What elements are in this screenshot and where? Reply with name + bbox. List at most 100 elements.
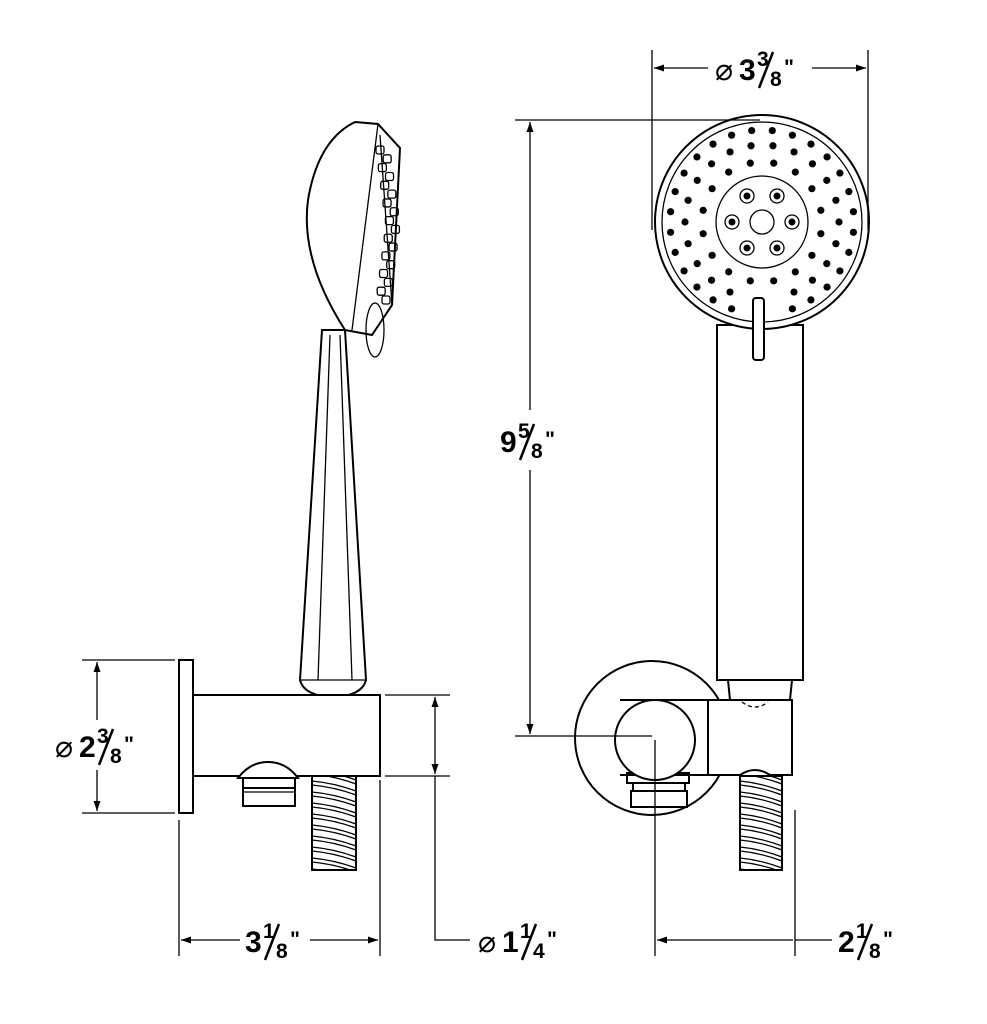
hose-coil	[312, 817, 356, 829]
nozzle	[728, 131, 736, 139]
dim-denominator: 8	[110, 745, 122, 768]
fraction-slash	[518, 423, 536, 461]
nozzle	[808, 160, 817, 168]
nozzle	[666, 208, 675, 216]
hose-coil	[767, 776, 782, 781]
nozzle	[709, 296, 717, 304]
hose-coil	[740, 806, 782, 818]
side-view	[178, 120, 402, 871]
nozzle	[390, 224, 401, 235]
nozzle	[746, 159, 754, 167]
nozzle	[743, 192, 751, 200]
nozzle	[845, 188, 853, 196]
hose-coil	[740, 857, 782, 869]
hose-coil	[312, 791, 356, 803]
nozzle	[773, 244, 781, 252]
hose-coil	[341, 776, 356, 781]
nozzle	[836, 267, 844, 275]
hose-coil	[740, 861, 779, 870]
hose-coil	[312, 795, 356, 807]
hose-coil	[312, 784, 356, 796]
nozzle	[823, 260, 831, 268]
outlet-nozzle-side	[235, 760, 301, 807]
nozzle	[726, 148, 734, 156]
diameter-symbol: ⌀	[478, 926, 496, 959]
inch-mark: "	[784, 56, 794, 79]
hose-coil	[740, 850, 782, 862]
nozzle	[709, 140, 717, 148]
nozzle	[680, 267, 688, 275]
handle-side	[298, 329, 368, 699]
nozzle	[384, 215, 395, 226]
dim-numerator: 3	[757, 48, 769, 71]
dim-denominator: 8	[869, 940, 881, 963]
hose-coil	[740, 813, 782, 825]
fraction-slash	[757, 51, 775, 89]
hose-coil	[312, 857, 356, 869]
nozzle	[707, 276, 716, 284]
nozzle	[747, 142, 755, 150]
nozzle	[671, 248, 679, 256]
dim-denominator: 4	[533, 940, 545, 963]
hose-coil	[740, 817, 782, 829]
nozzle	[728, 218, 736, 226]
nozzle	[376, 286, 386, 296]
nozzle	[808, 276, 817, 284]
fraction-slash	[97, 728, 115, 766]
nozzle	[808, 251, 816, 259]
dim-whole: 3	[739, 54, 756, 87]
nozzle	[817, 206, 825, 214]
dim-whole: 1	[502, 926, 519, 959]
nozzle	[770, 277, 778, 285]
nozzle	[769, 142, 777, 150]
inch-mark: "	[290, 928, 300, 951]
hose-coil	[312, 828, 356, 840]
hose-coil	[740, 791, 782, 803]
hose-coil	[740, 802, 782, 814]
nozzle	[382, 198, 392, 208]
nozzle	[699, 206, 707, 214]
nozzle	[849, 208, 858, 216]
handle-front	[716, 324, 804, 681]
nozzle	[849, 228, 858, 236]
front-view	[574, 114, 870, 871]
nozzle	[791, 168, 799, 176]
nozzle	[823, 176, 831, 184]
inch-mark: "	[547, 928, 557, 951]
nozzle	[748, 126, 756, 135]
nozzle	[684, 240, 692, 248]
nozzle	[377, 162, 388, 173]
hose-coil	[312, 813, 356, 825]
nozzle	[791, 268, 799, 276]
nozzle	[728, 305, 736, 313]
hose-coil	[740, 835, 782, 847]
nozzle	[836, 169, 844, 177]
hose-coil	[312, 861, 353, 870]
holder-block	[707, 699, 793, 776]
hose-coil	[740, 824, 782, 836]
hose-coil	[740, 780, 782, 792]
dim-numerator: 1	[263, 920, 275, 943]
dim-numerator: 3	[97, 725, 109, 748]
hose-coil	[312, 780, 356, 792]
lever-side	[365, 302, 385, 358]
nozzle	[378, 268, 389, 279]
hose-coil	[740, 839, 782, 851]
wall-flange-side	[178, 659, 194, 814]
diameter-symbol: ⌀	[55, 731, 73, 764]
nozzle	[707, 160, 716, 168]
hose-coil	[312, 824, 356, 836]
nozzle	[381, 251, 391, 261]
hose-coil	[740, 784, 782, 796]
nozzle	[699, 230, 707, 238]
hose-coil	[312, 806, 356, 818]
nozzle	[823, 153, 831, 161]
spray-head-side	[305, 120, 402, 337]
nozzle	[388, 242, 398, 252]
nozzle	[389, 207, 399, 217]
center-ring	[715, 175, 809, 269]
dim-whole: 2	[838, 926, 855, 959]
